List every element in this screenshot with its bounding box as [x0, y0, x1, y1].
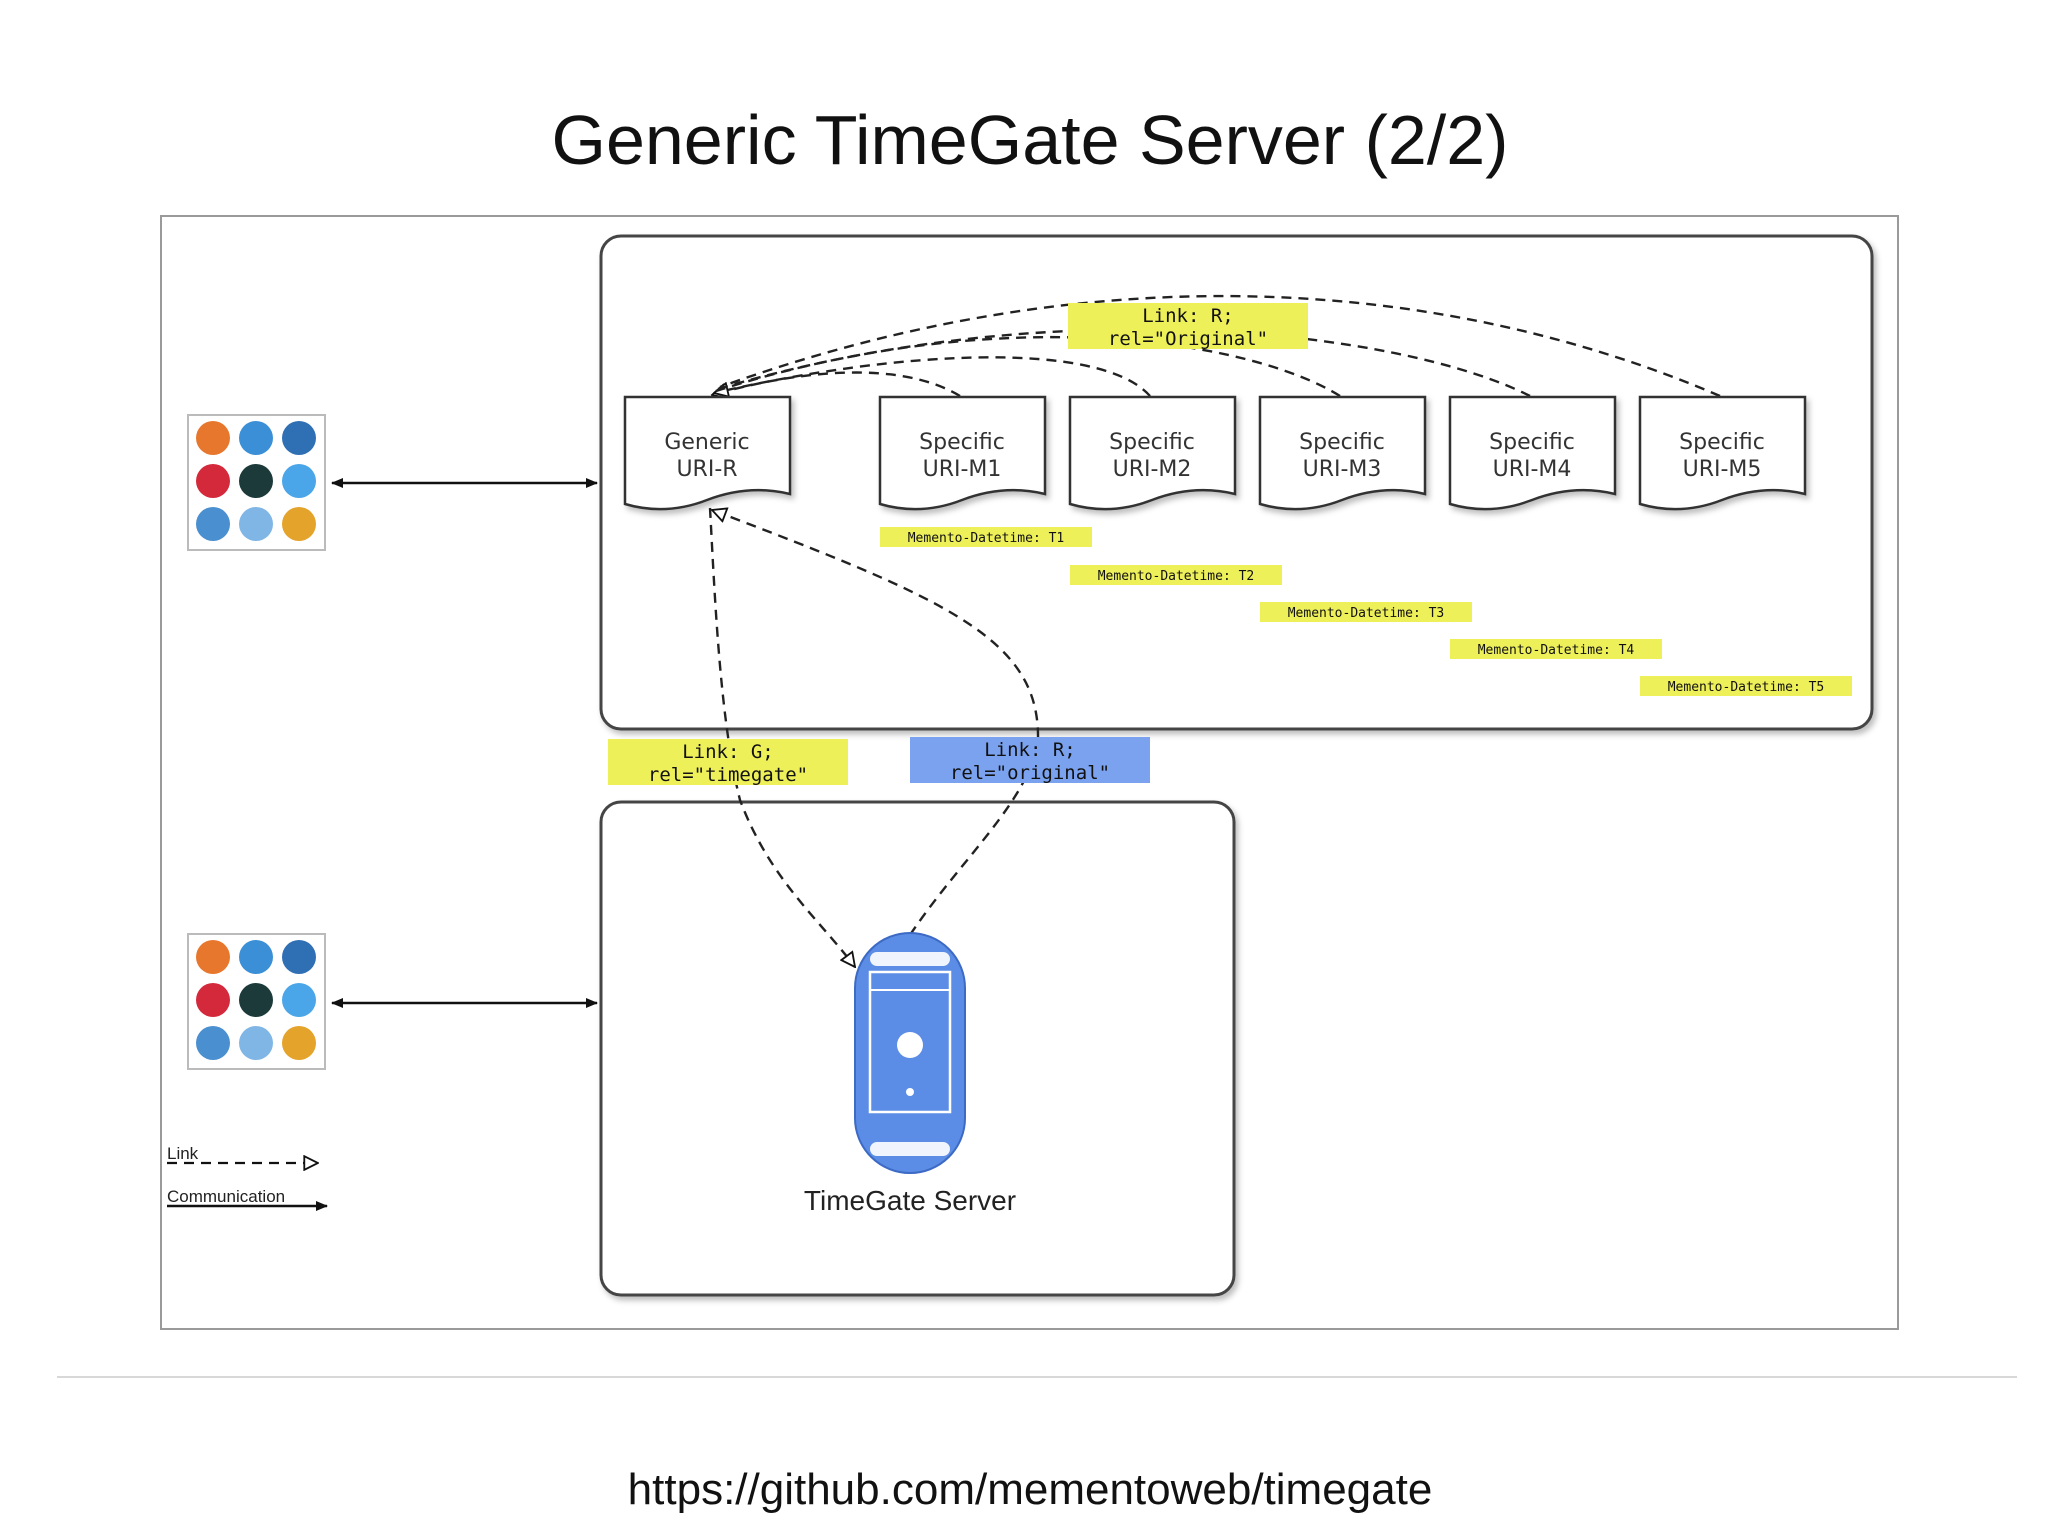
webkit-icon	[282, 983, 316, 1017]
resource-line1: Specific	[1109, 430, 1195, 455]
resource-uri-r: Generic URI-R	[623, 395, 792, 511]
resource-line1: Generic	[664, 430, 749, 455]
legend: Link Communication	[167, 1144, 328, 1211]
legend-link-label: Link	[167, 1144, 199, 1163]
slide-divider	[57, 1376, 2017, 1378]
resource-line2: URI-R	[676, 457, 737, 482]
globe-icon	[196, 1026, 230, 1060]
opera-icon	[196, 983, 230, 1017]
chrome-icon	[282, 507, 316, 541]
svg-text:rel="Original": rel="Original"	[1108, 328, 1268, 350]
link-label-timegate: Link: G; rel="timegate"	[608, 739, 848, 786]
footer-url: https://github.com/mementoweb/timegate	[627, 1465, 1433, 1514]
datetime-label-t1: Memento-Datetime: T1	[880, 527, 1092, 547]
resource-line2: URI-M3	[1303, 457, 1382, 482]
firefox-icon	[196, 940, 230, 974]
resource-uri-m2: Specific URI-M2	[1068, 395, 1237, 511]
resource-line2: URI-M1	[923, 457, 1002, 482]
browser-icons-bottom	[187, 933, 326, 1070]
svg-text:rel="original": rel="original"	[950, 762, 1110, 784]
opera-icon	[196, 464, 230, 498]
resource-uri-m5: Specific URI-M5	[1638, 395, 1807, 511]
svg-text:Memento-Datetime: T4: Memento-Datetime: T4	[1478, 643, 1635, 658]
link-label-original-bottom: Link: R; rel="original"	[910, 737, 1150, 784]
svg-text:Memento-Datetime: T5: Memento-Datetime: T5	[1668, 680, 1825, 695]
link-label-original-top: Link: R; rel="Original"	[1068, 303, 1308, 350]
server-link-curves	[708, 508, 1040, 967]
legend-communication-label: Communication	[167, 1187, 285, 1206]
resource-line2: URI-M4	[1493, 457, 1572, 482]
resource-line1: Specific	[1489, 430, 1575, 455]
svg-text:Memento-Datetime: T2: Memento-Datetime: T2	[1098, 569, 1255, 584]
timegate-server-icon	[854, 932, 966, 1174]
navigator-icon	[239, 464, 273, 498]
chrome-icon	[282, 1026, 316, 1060]
resource-uri-m4: Specific URI-M4	[1448, 395, 1617, 511]
browser-icons-top	[187, 414, 326, 551]
datetime-label-t2: Memento-Datetime: T2	[1070, 565, 1282, 585]
svg-text:Memento-Datetime: T1: Memento-Datetime: T1	[908, 531, 1065, 546]
globe-icon	[196, 507, 230, 541]
resource-line1: Specific	[919, 430, 1005, 455]
resource-line1: Specific	[1679, 430, 1765, 455]
svg-text:rel="timegate": rel="timegate"	[648, 764, 808, 786]
resource-line2: URI-M2	[1113, 457, 1192, 482]
svg-text:Link: R;: Link: R;	[984, 739, 1076, 761]
safari-icon	[239, 1026, 273, 1060]
svg-text:Link: G;: Link: G;	[682, 741, 774, 763]
svg-text:Memento-Datetime: T3: Memento-Datetime: T3	[1288, 606, 1445, 621]
original-link-curves	[712, 294, 1721, 396]
firefox-icon	[196, 421, 230, 455]
resource-uri-m1: Specific URI-M1	[878, 395, 1047, 511]
safari-icon	[239, 507, 273, 541]
netscape-icon	[282, 940, 316, 974]
resource-uri-m3: Specific URI-M3	[1258, 395, 1427, 511]
netscape-icon	[282, 421, 316, 455]
server-label: TimeGate Server	[804, 1185, 1016, 1216]
webkit-icon	[282, 464, 316, 498]
resource-line2: URI-M5	[1683, 457, 1762, 482]
svg-text:Link: R;: Link: R;	[1142, 305, 1234, 327]
ie-icon	[239, 421, 273, 455]
navigator-icon	[239, 983, 273, 1017]
resource-line1: Specific	[1299, 430, 1385, 455]
slide-title: Generic TimeGate Server (2/2)	[551, 101, 1509, 179]
datetime-label-t3: Memento-Datetime: T3	[1260, 602, 1472, 622]
datetime-label-t4: Memento-Datetime: T4	[1450, 639, 1662, 659]
datetime-label-t5: Memento-Datetime: T5	[1640, 676, 1852, 696]
ie-icon	[239, 940, 273, 974]
